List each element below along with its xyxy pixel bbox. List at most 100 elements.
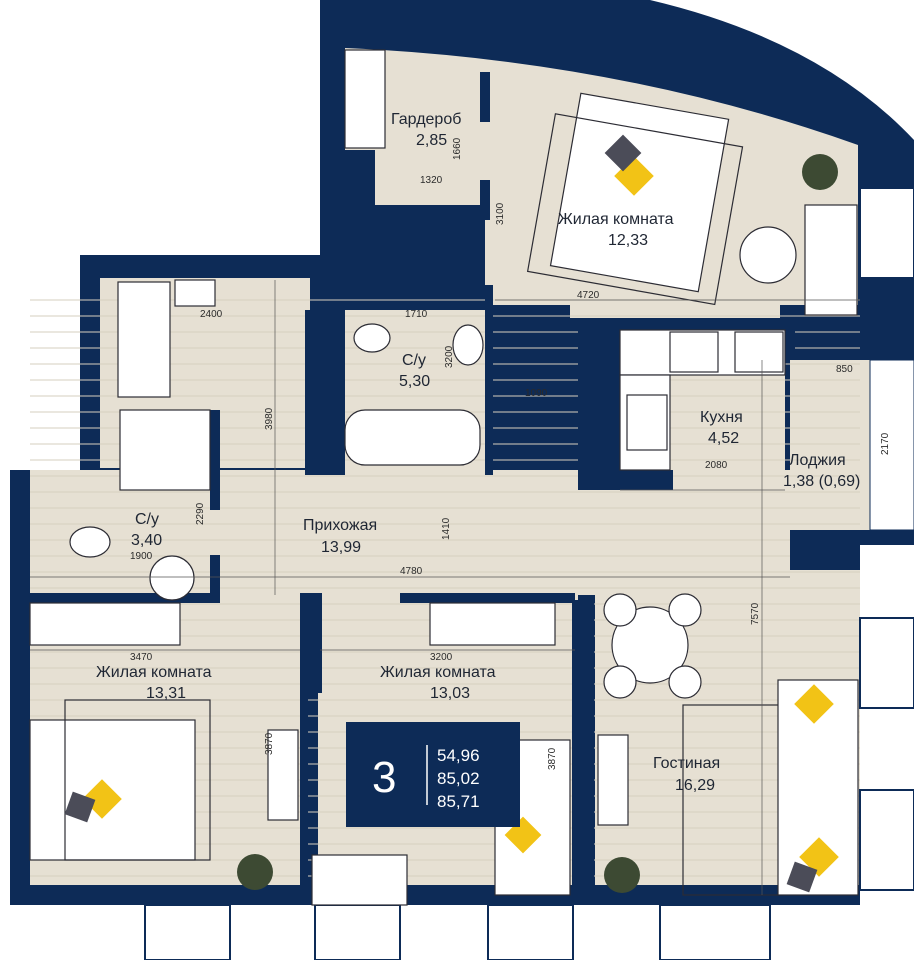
- dimension-labels: 1660 1320 3100 4720 2400 1710 3200 1090 …: [130, 137, 891, 770]
- toilet-main: [353, 323, 391, 353]
- desk-mid: [311, 854, 408, 906]
- dim-2400: 2400: [200, 309, 223, 320]
- furniture: [29, 49, 859, 906]
- label-hall-name: Прихожая: [303, 517, 377, 534]
- dim-4780: 4780: [400, 566, 423, 577]
- wall-bedrooms-top: [30, 593, 220, 603]
- summary-area-total: 85,02: [437, 769, 480, 788]
- summary-area-living: 54,96: [437, 746, 480, 765]
- plant-living-icon: [604, 857, 640, 893]
- label-bedroom-mid-name: Жилая комната: [380, 664, 496, 681]
- label-living-area: 16,29: [675, 777, 715, 794]
- wall-between-bedrooms-low: [300, 690, 308, 890]
- window-right-3: [859, 789, 914, 891]
- label-hall-area: 13,99: [321, 539, 361, 556]
- dining-chair-1: [603, 593, 637, 627]
- label-bedroom-left-area: 13,31: [146, 685, 186, 702]
- summary-rooms-count: 3: [372, 753, 396, 802]
- dim-3200v: 3200: [444, 345, 455, 368]
- wall-bedroom-top-v: [480, 180, 490, 220]
- wardrobe-rack: [344, 49, 386, 149]
- dim-3870a: 3870: [264, 732, 275, 755]
- wall-between-bedrooms: [300, 593, 322, 693]
- dim-2290: 2290: [195, 502, 206, 525]
- label-wardrobe-area: 2,85: [416, 132, 447, 149]
- wall-kitchen-top: [570, 318, 785, 330]
- dining-chair-4: [668, 665, 702, 699]
- dim-3870b: 3870: [547, 747, 558, 770]
- room-labels: Гардероб 2,85 Жилая комната 12,33 С/у 5,…: [96, 111, 860, 794]
- wall-kitchen-left: [578, 320, 620, 490]
- window-bottom-4: [659, 904, 771, 960]
- wardrobe-left: [29, 602, 181, 646]
- dim-7570: 7570: [750, 602, 761, 625]
- fridge: [734, 331, 784, 373]
- tv-stand-left: [267, 729, 299, 821]
- plant-top-icon: [802, 154, 838, 190]
- bed-top-rug: [526, 113, 744, 306]
- dining-chair-3: [603, 665, 637, 699]
- dim-1900: 1900: [130, 551, 153, 562]
- label-wardrobe-name: Гардероб: [391, 111, 461, 128]
- wall-living-right-notch: [790, 530, 860, 570]
- sink-main: [452, 324, 484, 366]
- label-bath-main-name: С/у: [402, 352, 426, 369]
- label-kitchen-name: Кухня: [700, 409, 743, 426]
- dining-table: [611, 606, 689, 684]
- shower-cabin: [119, 409, 211, 491]
- wall-bath-left: [305, 310, 345, 475]
- dimension-lines: [30, 280, 860, 895]
- dim-2080: 2080: [705, 460, 728, 471]
- label-bedroom-left-name: Жилая комната: [96, 664, 212, 681]
- dim-4720: 4720: [577, 290, 600, 301]
- label-loggia-area: 1,38 (0,69): [783, 473, 860, 490]
- label-bath-small-area: 3,40: [131, 532, 162, 549]
- window-bottom-1: [144, 904, 231, 960]
- pillow-dark-sofa: [786, 861, 818, 893]
- kitchen-sink: [626, 394, 668, 451]
- summary-badge-bg: [346, 722, 520, 827]
- wall-bedrooms-top2: [400, 593, 575, 603]
- dim-1410: 1410: [441, 517, 452, 540]
- inner-walls: [30, 72, 860, 900]
- dim-2170: 2170: [880, 432, 891, 455]
- desk-top: [804, 204, 858, 316]
- label-bedroom-top-name: Жилая комната: [558, 211, 674, 228]
- summary-badge: 3 54,96 85,02 85,71: [346, 722, 520, 827]
- wall-kitchen-bottom: [578, 470, 673, 490]
- wall-bath-mid: [485, 285, 493, 475]
- wall-hall-top: [80, 255, 220, 277]
- dim-1090: 1090: [525, 388, 548, 399]
- bathtub: [344, 409, 481, 466]
- dim-850: 850: [836, 364, 853, 375]
- label-living-name: Гостиная: [653, 755, 720, 772]
- sink-small: [149, 555, 195, 601]
- label-bedroom-mid-area: 13,03: [430, 685, 470, 702]
- dim-3470: 3470: [130, 652, 153, 663]
- dim-3200h: 3200: [430, 652, 453, 663]
- pillow-yellow-left: [82, 779, 122, 819]
- dim-3100: 3100: [495, 202, 506, 225]
- bed-top: [549, 92, 730, 293]
- window-loggia: [869, 359, 914, 531]
- pillow-dark-top: [604, 134, 642, 172]
- dim-1320: 1320: [420, 175, 443, 186]
- windows: [144, 187, 914, 960]
- window-right-1: [859, 187, 914, 279]
- wardrobe-mid: [429, 602, 556, 646]
- shoe-bench: [174, 279, 216, 307]
- label-kitchen-area: 4,52: [708, 430, 739, 447]
- plant-left-icon: [237, 854, 273, 890]
- wall-wardrobe-v: [480, 72, 490, 122]
- bed-left-rug: [64, 699, 211, 861]
- hob: [669, 331, 719, 373]
- wall-wardrobe: [375, 205, 485, 215]
- summary-area-with-loggia: 85,71: [437, 792, 480, 811]
- label-loggia-name: Лоджия: [789, 452, 846, 469]
- armchair-top: [739, 226, 797, 284]
- dim-1710: 1710: [405, 309, 428, 320]
- label-bedroom-top-area: 12,33: [608, 232, 648, 249]
- hall-wardrobe: [117, 281, 171, 398]
- wall-loggia-left: [785, 330, 793, 360]
